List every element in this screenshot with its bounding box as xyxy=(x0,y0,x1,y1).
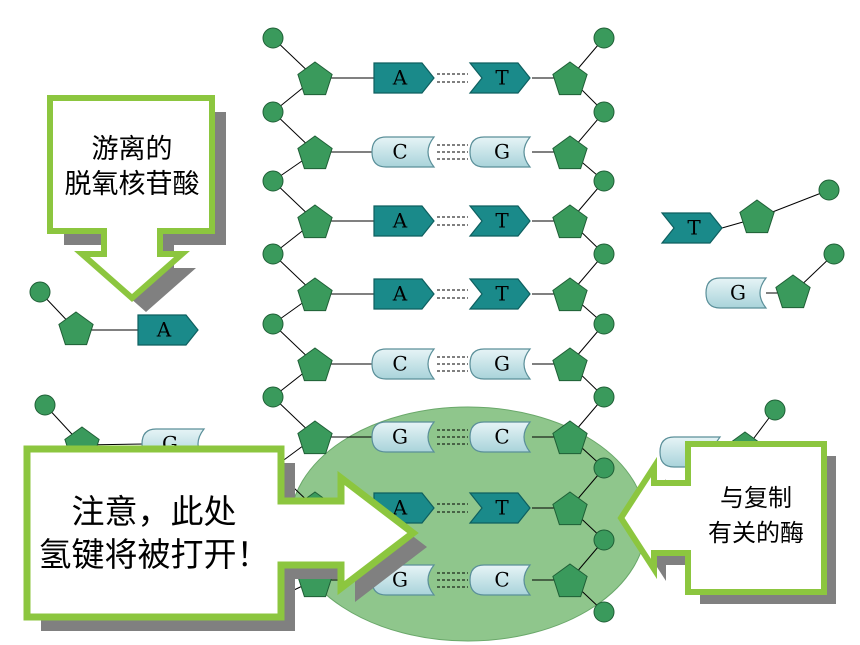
base-left: G xyxy=(371,421,436,453)
phosphate xyxy=(262,313,284,335)
deoxyribose-sugar xyxy=(552,204,588,239)
deoxyribose-sugar xyxy=(297,420,333,455)
base-left-label: G xyxy=(392,568,408,592)
deoxyribose-sugar xyxy=(552,420,588,455)
base-right: C xyxy=(469,421,532,453)
free-nucleotide-t-base-label: T xyxy=(687,216,701,240)
callout-enzyme-line2: 有关的酶 xyxy=(708,519,804,547)
deoxyribose-sugar xyxy=(297,277,333,312)
phosphate xyxy=(593,601,615,623)
base-right-label: T xyxy=(495,209,509,233)
base-left-label: A xyxy=(392,209,408,233)
base-right-label: G xyxy=(494,352,510,376)
free-nucleotide-a: A xyxy=(29,281,199,346)
base-left: A xyxy=(373,205,435,237)
base-left: A xyxy=(373,278,435,310)
phosphate xyxy=(823,243,845,265)
base-left-label: C xyxy=(392,352,407,376)
phosphate xyxy=(593,170,615,192)
callout-hydrogen-bond-line1: 注意，此处 xyxy=(72,492,237,531)
base-left: C xyxy=(371,136,436,168)
phosphate xyxy=(593,313,615,335)
base-right-label: T xyxy=(495,66,509,90)
phosphate xyxy=(593,529,615,551)
phosphate xyxy=(593,386,615,408)
base-left-label: C xyxy=(392,140,407,164)
base-right: T xyxy=(468,205,531,237)
phosphate xyxy=(262,386,284,408)
callout-free-nucleotide-line2: 脱氧核苷酸 xyxy=(65,169,200,200)
deoxyribose-sugar xyxy=(552,347,588,382)
base-right: C xyxy=(469,564,532,596)
phosphate xyxy=(34,394,56,416)
phosphate xyxy=(262,27,284,49)
base-right: T xyxy=(468,492,531,524)
deoxyribose-sugar xyxy=(297,135,333,170)
free-nucleotide-a-base-label: A xyxy=(156,318,172,342)
deoxyribose-sugar xyxy=(552,61,588,96)
phosphate xyxy=(593,101,615,123)
free-nucleotide-g-base: G xyxy=(705,277,768,309)
phosphate xyxy=(593,243,615,265)
callout-enzyme: 与复制 有关的酶 xyxy=(617,441,836,604)
free-nucleotide-a-base: A xyxy=(137,314,199,346)
base-right: T xyxy=(468,62,531,94)
base-left-label: A xyxy=(392,282,408,306)
deoxyribose-sugar xyxy=(297,204,333,239)
base-right-label: G xyxy=(494,140,510,164)
callout-enzyme-line1: 与复制 xyxy=(720,484,792,512)
phosphate xyxy=(262,101,284,123)
phosphate xyxy=(262,170,284,192)
callout-free-nucleotide: 游离的 脱氧核苷酸 xyxy=(47,95,226,312)
phosphate xyxy=(262,243,284,265)
callout-free-nucleotide-line1: 游离的 xyxy=(92,134,173,165)
callout-hydrogen-bond: 注意，此处 氢键将被打开！ xyxy=(23,445,427,631)
base-right: T xyxy=(468,278,531,310)
phosphate xyxy=(764,399,786,421)
deoxyribose-sugar xyxy=(552,563,588,598)
free-nucleotide-g-base-label: G xyxy=(730,281,746,305)
base-right-label: T xyxy=(495,496,509,520)
base-left: C xyxy=(371,348,436,380)
free-nucleotide-t: T xyxy=(660,179,840,244)
free-nucleotide-g: G xyxy=(705,243,845,309)
deoxyribose-sugar xyxy=(552,135,588,170)
base-left-label: A xyxy=(392,66,408,90)
deoxyribose-sugar xyxy=(297,61,333,96)
base-right: G xyxy=(469,136,532,168)
deoxyribose-sugar xyxy=(552,277,588,312)
base-right: G xyxy=(469,348,532,380)
phosphate xyxy=(29,281,51,303)
base-left-label: A xyxy=(392,496,408,520)
phosphate xyxy=(593,27,615,49)
deoxyribose-sugar xyxy=(739,199,775,234)
phosphate xyxy=(593,457,615,479)
deoxyribose-sugar xyxy=(775,274,811,309)
base-left-label: G xyxy=(392,425,408,449)
free-nucleotide-t-base: T xyxy=(660,212,723,244)
deoxyribose-sugar xyxy=(58,311,94,346)
base-right-label: C xyxy=(494,425,509,449)
base-right-label: C xyxy=(494,568,509,592)
deoxyribose-sugar xyxy=(297,347,333,382)
base-right-label: T xyxy=(495,282,509,306)
deoxyribose-sugar xyxy=(552,491,588,526)
phosphate xyxy=(818,179,840,201)
base-left: A xyxy=(373,62,435,94)
callout-hydrogen-bond-line2: 氢键将被打开！ xyxy=(39,535,270,574)
